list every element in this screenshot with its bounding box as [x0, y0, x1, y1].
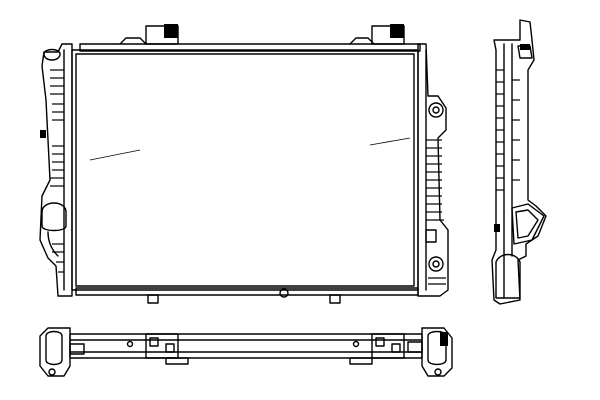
- bottom-view: [39, 327, 453, 377]
- top-mount-left: [145, 24, 179, 45]
- side-view-fins: [496, 69, 520, 191]
- bottom-view-brackets: [126, 333, 405, 365]
- bottom-view-left-end: [39, 327, 85, 377]
- side-view: [491, 19, 547, 305]
- front-view: [39, 24, 449, 304]
- bottom-view-right-end: [407, 327, 453, 377]
- top-mount-right: [371, 24, 405, 45]
- left-tank: [39, 43, 73, 297]
- radiator-core: [71, 49, 419, 291]
- right-tank-fins: [426, 139, 446, 285]
- top-tank-bar: [79, 37, 421, 52]
- right-tank: [417, 43, 449, 297]
- left-tank-fins: [50, 69, 64, 273]
